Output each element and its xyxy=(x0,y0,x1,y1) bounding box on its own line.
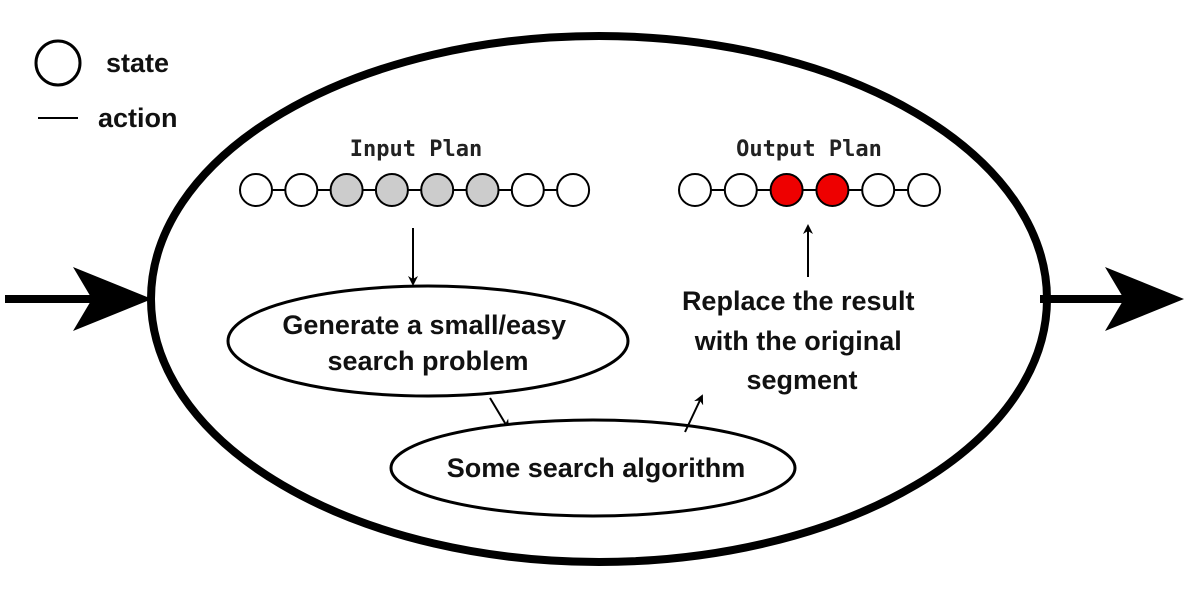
output-plan-state-3 xyxy=(769,173,804,207)
svg-text:Generate a small/easy se: Generate a small/easy search problem xyxy=(282,310,573,376)
replace-step-line-3: segment xyxy=(746,365,857,395)
generate-step-line-1: Generate a small/easy xyxy=(282,310,566,340)
input-plan-state-6 xyxy=(465,173,500,207)
input-plan-state-3 xyxy=(329,173,364,207)
output-plan-state-6 xyxy=(907,173,941,207)
search-step: Some search algorithm xyxy=(389,418,797,518)
generate-step-shape xyxy=(226,284,630,398)
replace-step-line-1: Replace the result xyxy=(682,286,915,316)
output-plan-title: Output Plan xyxy=(736,137,882,162)
legend-action-label: action xyxy=(98,103,178,133)
generate-step: Generate a small/easy search problem xyxy=(226,284,630,398)
search-step-shape xyxy=(389,418,797,518)
input-plan-state-2 xyxy=(284,173,319,207)
generate-step-line-2: search problem xyxy=(327,346,528,376)
arrow-generate-to-search xyxy=(489,397,510,430)
input-plan-title: Input Plan xyxy=(350,137,482,162)
entry-arrow xyxy=(5,267,152,331)
input-plan-state-4 xyxy=(374,173,409,207)
legend-state-icon xyxy=(34,39,82,87)
exit-arrow xyxy=(1040,267,1184,331)
legend-state-label: state xyxy=(106,48,169,78)
input-plan-state-8 xyxy=(556,173,591,207)
replace-step: Replace the result with the original seg… xyxy=(682,286,922,395)
input-plan-state-7 xyxy=(510,173,545,207)
replace-step-line-2: with the original xyxy=(694,326,902,356)
output-plan-state-2 xyxy=(723,173,758,207)
input-plan-chain xyxy=(239,173,591,207)
output-plan-chain xyxy=(678,173,941,207)
arrow-search-to-replace xyxy=(684,394,704,433)
output-plan-state-4 xyxy=(815,173,850,207)
output-plan-state-5 xyxy=(861,173,896,207)
output-plan-state-1 xyxy=(678,173,712,207)
input-plan-state-5 xyxy=(420,173,455,207)
search-step-label: Some search algorithm xyxy=(447,453,746,483)
input-plan-state-1 xyxy=(239,173,273,207)
